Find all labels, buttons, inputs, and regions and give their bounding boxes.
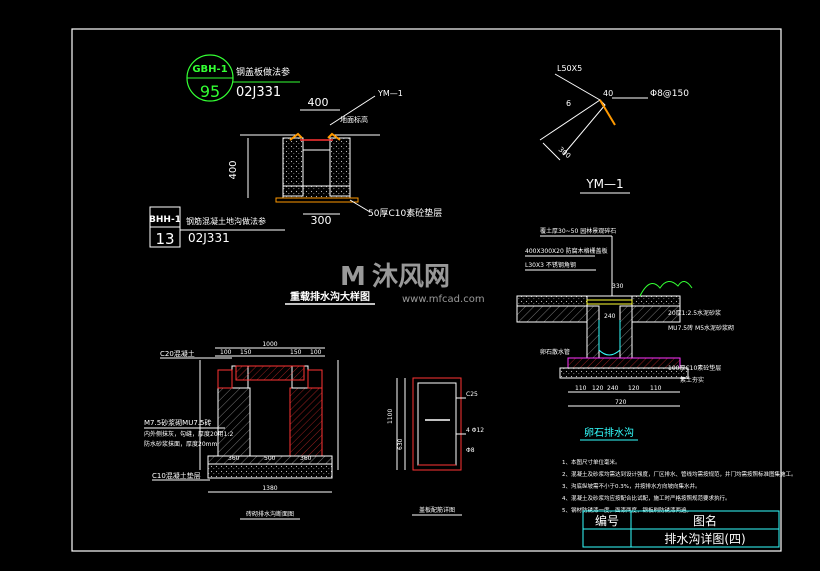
stone-note-2: 400X300X20 防腐木格栅盖板 xyxy=(525,247,608,255)
stone-trench-section: 覆土厚30~50 园林景观碎石 400X300X20 防腐木格栅盖板 L30X3… xyxy=(516,227,734,441)
tb-col1: 编号 xyxy=(595,513,619,528)
stone-note-8: 卵石散水管 xyxy=(540,348,570,356)
stone-note-1: 覆土厚30~50 园林景观碎石 xyxy=(540,227,616,235)
tb-col2: 图名 xyxy=(693,513,717,528)
note-1: 1、本图尺寸单位毫米。 xyxy=(562,458,621,466)
lg-title: 砖砌排水沟断面图 xyxy=(246,510,294,518)
outer-frame xyxy=(71,28,782,552)
sm-dim-2: 630 xyxy=(397,438,404,450)
stone-dim-6: 330 xyxy=(612,283,624,290)
heavy-trench-section: 400 400 300 YM—1 地面标高 50厚C10素砼垫层 重载排水沟大样… xyxy=(228,89,442,305)
ym-detail: L50X5 Φ8@150 6 40 300 YM—1 xyxy=(539,64,689,194)
stone-dim-1: 110 xyxy=(575,385,587,392)
ground-label: 地面标高 xyxy=(340,115,368,124)
lg-dim-top: 1000 xyxy=(262,341,277,348)
ref2-code: BHH-1 xyxy=(149,215,181,225)
detail-ref-1: GBH-1 95 钢盖板做法参 02J331 xyxy=(186,54,300,102)
stone-note-3: L30X3 不锈钢角钢 xyxy=(525,261,576,269)
large-brick-section: 1000 100 150 150 100 360 500 360 1380 C2… xyxy=(144,341,339,520)
ref2-num: 13 xyxy=(155,230,174,248)
lg-wall-note-3: 防水砂浆抹面，厚度20mm xyxy=(144,440,217,448)
note-3: 3、沟底纵坡需不小于0.3%，并按排水方向坡向集水井。 xyxy=(562,482,700,490)
lg-dim-e: 360 xyxy=(228,455,240,462)
watermark-logo-icon: M xyxy=(340,262,366,292)
sm-label-3: Φ8 xyxy=(466,447,475,454)
watermark-url: www.mfcad.com xyxy=(402,294,485,305)
stone-note-7: 素土夯实 xyxy=(680,376,704,384)
lg-wall-note-2: 内外侧抹灰，勾缝，厚度20用1:2 xyxy=(144,430,233,438)
sm-title: 盖板配筋详图 xyxy=(419,506,455,514)
watermark-brand: 沐风网 xyxy=(372,262,450,292)
lg-dim-c: 150 xyxy=(290,349,302,356)
dim-left-400: 400 xyxy=(228,160,239,179)
dim-top-400: 400 xyxy=(308,96,329,109)
small-slab-section: 1100 630 C25 4 Φ12 Φ8 盖板配筋详图 xyxy=(387,377,484,516)
stone-dim-5: 110 xyxy=(650,385,662,392)
sm-dim-1: 1100 xyxy=(387,409,394,424)
stone-trench-title: 卵石排水沟 xyxy=(584,426,634,439)
general-notes: 1、本图尺寸单位毫米。 2、混凝土及砂浆均需达到设计强度，厂区排水、管线均需按规… xyxy=(562,458,797,514)
sm-label-1: C25 xyxy=(466,391,478,398)
tag-ym: YM—1 xyxy=(377,89,403,98)
lg-dim-g: 360 xyxy=(300,455,312,462)
ym-title: YM—1 xyxy=(585,177,623,191)
sm-label-2: 4 Φ12 xyxy=(466,427,484,434)
note-4: 4、混凝土及砂浆均应按配合比试配，施工时严格按照规范要求执行。 xyxy=(562,494,731,502)
stone-dim-2: 120 xyxy=(592,385,604,392)
lg-dim-f: 500 xyxy=(264,455,276,462)
stone-note-5: MU7.5砖 M5水泥砂浆砌 xyxy=(668,324,734,332)
lg-wall-note-1: M7.5砂浆砌MU7.5砖 xyxy=(144,418,211,427)
ref2-desc: 钢筋混凝土地沟做法参 xyxy=(186,216,266,226)
heavy-trench-title: 重载排水沟大样图 xyxy=(290,290,370,303)
stone-dim-4: 120 xyxy=(628,385,640,392)
stone-note-4: 20厚1:2.5水泥砂浆 xyxy=(668,309,721,317)
lg-base-note: C10混凝土垫层 xyxy=(152,471,201,480)
lg-dim-d: 100 xyxy=(310,349,322,356)
ym-d40: 40 xyxy=(603,89,613,98)
base-note: 50厚C10素砼垫层 xyxy=(368,207,442,219)
lg-top-note: C20混凝土 xyxy=(160,349,195,358)
ym-d6: 6 xyxy=(566,99,571,108)
detail-ref-2: BHH-1 13 钢筋混凝土地沟做法参 02J331 xyxy=(149,206,285,248)
watermark: M 沐风网 www.mfcad.com xyxy=(340,262,485,305)
lg-dim-total: 1380 xyxy=(262,485,277,492)
ref1-num: 95 xyxy=(200,82,220,101)
lg-dim-a: 100 xyxy=(220,349,232,356)
lg-dim-b: 150 xyxy=(240,349,252,356)
note-2: 2、混凝土及砂浆均需达到设计强度，厂区排水、管线均需按规范，井门均需按照标准图集… xyxy=(562,470,797,478)
stone-dim-total: 720 xyxy=(615,399,627,406)
ref1-desc: 钢盖板做法参 xyxy=(236,66,290,78)
tb-drawing-name: 排水沟详图(四) xyxy=(664,531,745,546)
note-5: 5、钢材防锈漆一度，面漆两度，钢板刷防锈漆两遍。 xyxy=(562,506,692,514)
dim-bottom-300: 300 xyxy=(311,214,332,227)
stone-dim-7: 240 xyxy=(604,313,616,320)
ref1-std: 02J331 xyxy=(236,85,281,100)
stone-dim-3: 240 xyxy=(607,385,619,392)
ref1-code: GBH-1 xyxy=(192,64,227,75)
stone-note-6: 100厚C10素砼垫层 xyxy=(668,364,721,372)
ym-rebar: Φ8@150 xyxy=(650,89,689,99)
title-block: 编号 图名 排水沟详图(四) xyxy=(582,510,780,548)
ref2-std: 02J331 xyxy=(188,231,230,245)
ym-angle: L50X5 xyxy=(557,64,582,73)
